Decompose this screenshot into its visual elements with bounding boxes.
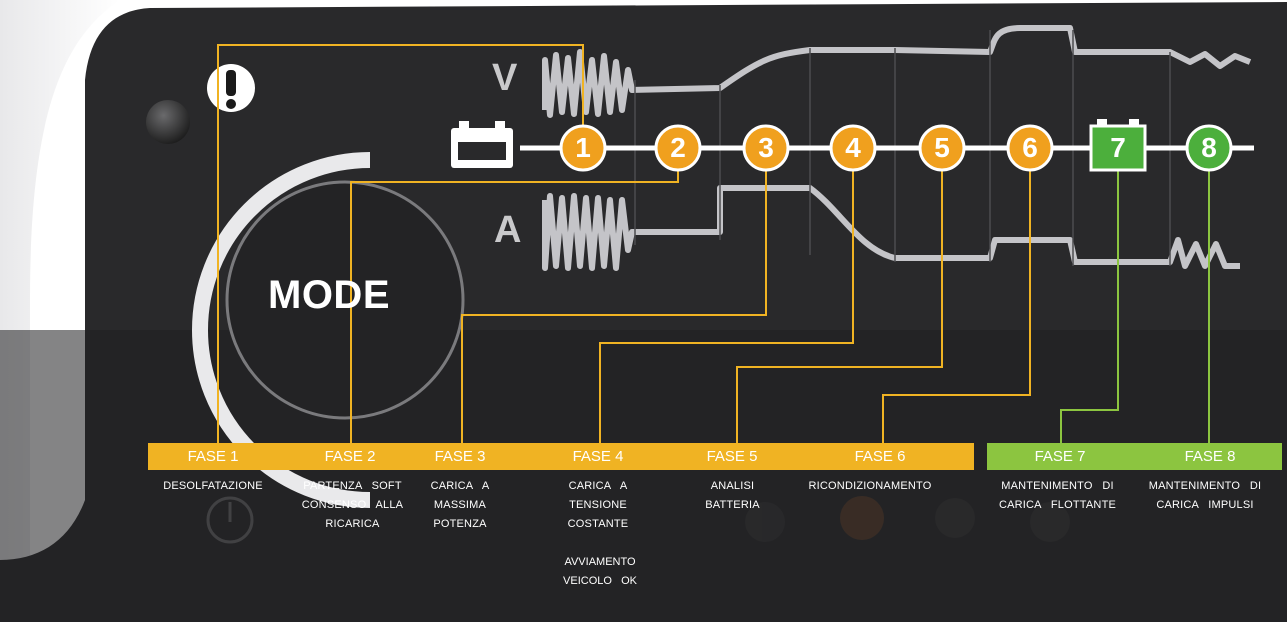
stage-marker-3 [742,124,790,172]
phase-bar-orange [148,443,974,470]
stage-number-3: 3 [758,132,774,163]
phase-desc-8: MANTENIMENTO DI CARICA IMPULSI [1135,477,1275,515]
phase-desc-8-line-2: CARICA IMPULSI [1156,499,1254,511]
phase-label-1: FASE 1 [187,448,239,465]
phase-bar-green [987,443,1282,470]
phase-desc-3-line-1: CARICA A [430,480,490,492]
phase-desc-2-line-3: RICARICA [325,518,380,530]
phase-desc-4-line-1: CARICA A [568,480,628,492]
stage-marker-1 [559,124,607,172]
phase-desc-8-line-1: MANTENIMENTO DI [1148,480,1262,492]
phase-desc-1: DESOLFATAZIONE [148,477,278,496]
phase-desc-5: ANALISI BATTERIA [685,477,780,515]
current-axis-label: A [494,209,522,251]
phase-label-8: FASE 8 [1184,448,1236,465]
phase-4-extra-line-1: AVVIAMENTO [564,556,636,568]
current-curve [542,185,1240,271]
stage-marker-7 [1089,119,1147,172]
voltage-axis-label: V [492,57,518,99]
phase-desc-1-line-1: DESOLFATAZIONE [163,480,263,492]
mode-button-label[interactable]: MODE [268,273,390,317]
phase-label-5: FASE 5 [706,448,758,465]
stage-number-2: 2 [670,132,686,163]
connector-fase-4 [599,148,854,450]
power-icon [206,496,254,544]
stage-marker-4 [829,124,877,172]
connector-fase-7 [1060,148,1119,450]
exclamation-icon [207,64,255,112]
stage-marker-6 [1006,124,1054,172]
phase-label-2: FASE 2 [324,448,376,465]
phase-desc-3-line-2: MASSIMA [433,499,487,511]
phase-4-extra-line-2: VEICOLO OK [563,575,637,587]
phase-desc-5-line-1: ANALISI [710,480,755,492]
stage-number-7: 7 [1110,132,1126,163]
phase-label-6: FASE 6 [854,448,906,465]
phase-desc-6-line-1: RICONDIZIONAMENTO [808,480,932,492]
stage-markers [559,119,1233,172]
green-connectors [1060,148,1210,450]
stage-separators [634,30,1171,266]
phase-4-extra-note: AVVIAMENTO VEICOLO OK [545,553,655,591]
stage-marker-5 [918,124,966,172]
stage-number-1: 1 [575,132,591,163]
phase-desc-4-line-2: TENSIONE [569,499,627,511]
phase-desc-4: CARICA A TENSIONE COSTANTE [548,477,648,534]
stage-number-4: 4 [845,132,861,163]
battery-icon [451,121,513,168]
mode-button[interactable] [225,180,465,420]
phase-desc-5-line-2: BATTERIA [705,499,760,511]
faint-background-icons [206,496,1070,544]
connector-fase-3 [461,148,767,450]
mode-arc [192,152,371,508]
curve-group [542,25,1252,271]
phase-label-3: FASE 3 [434,448,486,465]
stage-number-8: 8 [1201,132,1217,163]
connector-fase-1 [217,44,584,450]
connector-fase-6 [882,148,1031,450]
stage-marker-2 [654,124,702,172]
phase-desc-7-line-2: CARICA FLOTTANTE [998,499,1117,511]
phase-label-4: FASE 4 [572,448,624,465]
phase-desc-4-line-3: COSTANTE [567,518,629,530]
phase-desc-3-line-3: POTENZA [433,518,487,530]
phase-desc-2-line-2: CONSENSO ALLA [301,499,404,511]
phase-label-7: FASE 7 [1034,448,1086,465]
stage-number-5: 5 [934,132,950,163]
stage-marker-8 [1185,124,1233,172]
stage-number-6: 6 [1022,132,1038,163]
phase-desc-3: CARICA A MASSIMA POTENZA [415,477,505,534]
connector-fase-5 [736,148,943,450]
phase-desc-6: RICONDIZIONAMENTO [795,477,945,496]
phase-desc-2: PARTENZA SOFT CONSENSO ALLA RICARICA [290,477,415,534]
phase-desc-7: MANTENIMENTO DI CARICA FLOTTANTE [990,477,1125,515]
phase-desc-2-line-1: PARTENZA SOFT [303,480,402,492]
status-led [146,100,190,144]
phase-desc-7-line-1: MANTENIMENTO DI [1001,480,1114,492]
voltage-curve [542,25,1252,118]
